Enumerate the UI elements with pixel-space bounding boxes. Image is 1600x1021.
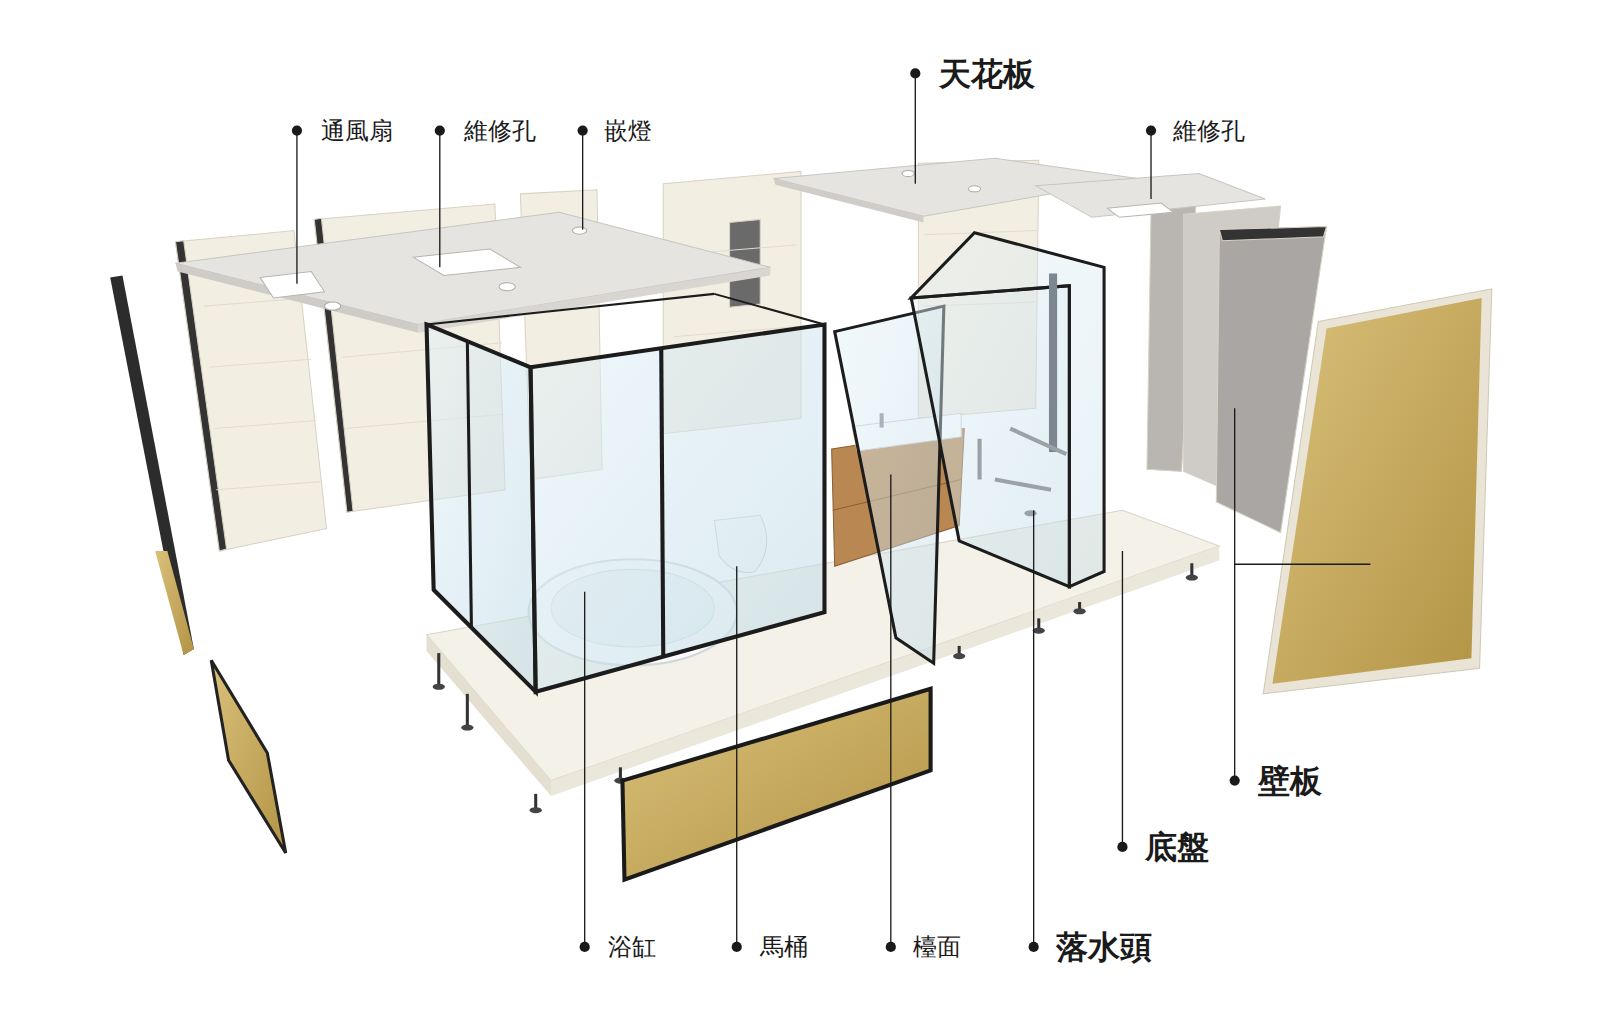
- leader-line: [1122, 551, 1123, 847]
- downlight: [902, 170, 914, 176]
- leader-dot: [910, 68, 920, 78]
- grab-bar: [980, 429, 1067, 490]
- downlight: [499, 283, 515, 291]
- leader-dot: [1146, 126, 1156, 136]
- leader-line: [890, 474, 891, 946]
- leader-line: [915, 73, 916, 183]
- leader-dot: [580, 942, 590, 952]
- floor-drain: [1024, 510, 1036, 516]
- part-label: 馬桶: [760, 933, 808, 962]
- access-hole: [413, 249, 520, 276]
- gold-wall-panel: [1272, 298, 1481, 684]
- leader-dot: [1230, 776, 1240, 786]
- part-label: 維修孔: [464, 117, 536, 146]
- leader-dot: [1029, 942, 1039, 952]
- ceiling-panel: [176, 212, 771, 324]
- side-panel-face: [155, 551, 194, 655]
- part-label: 維修孔: [1173, 117, 1245, 146]
- leader-line: [296, 131, 297, 284]
- leader-line: [584, 592, 585, 947]
- panel-edge: [176, 241, 227, 551]
- leader-lines: [297, 73, 1370, 946]
- glass-frame: [427, 294, 715, 325]
- ceiling-edge: [773, 179, 923, 223]
- gold-wall-panel: [211, 660, 285, 853]
- leader-dot: [292, 126, 302, 136]
- part-label: 嵌燈: [604, 117, 652, 146]
- glass-panel: [911, 286, 1069, 587]
- downlight: [324, 302, 340, 310]
- glass-enclosure: [427, 294, 825, 692]
- leader-dot: [1117, 842, 1127, 852]
- part-label: 浴缸: [608, 933, 656, 962]
- glass-mullion: [661, 347, 663, 655]
- gold-wall-panel-frame: [1263, 289, 1492, 694]
- leader-dot: [578, 126, 588, 136]
- leader-line: [1150, 131, 1151, 199]
- leader-line: [582, 131, 583, 230]
- panel-edge: [1219, 227, 1326, 241]
- downlight: [572, 227, 586, 234]
- part-label: 天花板: [939, 55, 1035, 93]
- glass-mullion: [467, 342, 471, 628]
- leader-dot: [732, 942, 742, 952]
- illustration-group: [110, 68, 1492, 952]
- leader-line: [736, 566, 737, 947]
- part-label: 檯面: [913, 933, 961, 962]
- shower-enclosure: [911, 233, 1104, 587]
- fan-opening: [260, 271, 324, 298]
- gold-wall-panel: [622, 689, 930, 880]
- leader-dots: [292, 68, 1240, 952]
- downlight: [968, 186, 980, 192]
- glass-panel: [911, 233, 1104, 587]
- leader-line: [439, 131, 440, 268]
- glass-panel: [531, 324, 825, 691]
- leader-line: [1033, 510, 1034, 947]
- leader-dot: [886, 942, 896, 952]
- leader-line: [1234, 408, 1235, 780]
- part-label: 落水頭: [1056, 928, 1152, 966]
- leader-line: [1235, 564, 1371, 565]
- glass-frame: [714, 294, 824, 325]
- part-label: 底盤: [1145, 828, 1209, 866]
- glass-panel: [427, 324, 536, 691]
- access-hole: [1107, 203, 1173, 217]
- part-label: 壁板: [1258, 762, 1322, 800]
- leader-dot: [435, 126, 445, 136]
- shower-column: [1049, 273, 1057, 452]
- ceiling-edge: [418, 267, 770, 332]
- part-label: 通風扇: [321, 117, 393, 146]
- side-panel: [110, 276, 194, 656]
